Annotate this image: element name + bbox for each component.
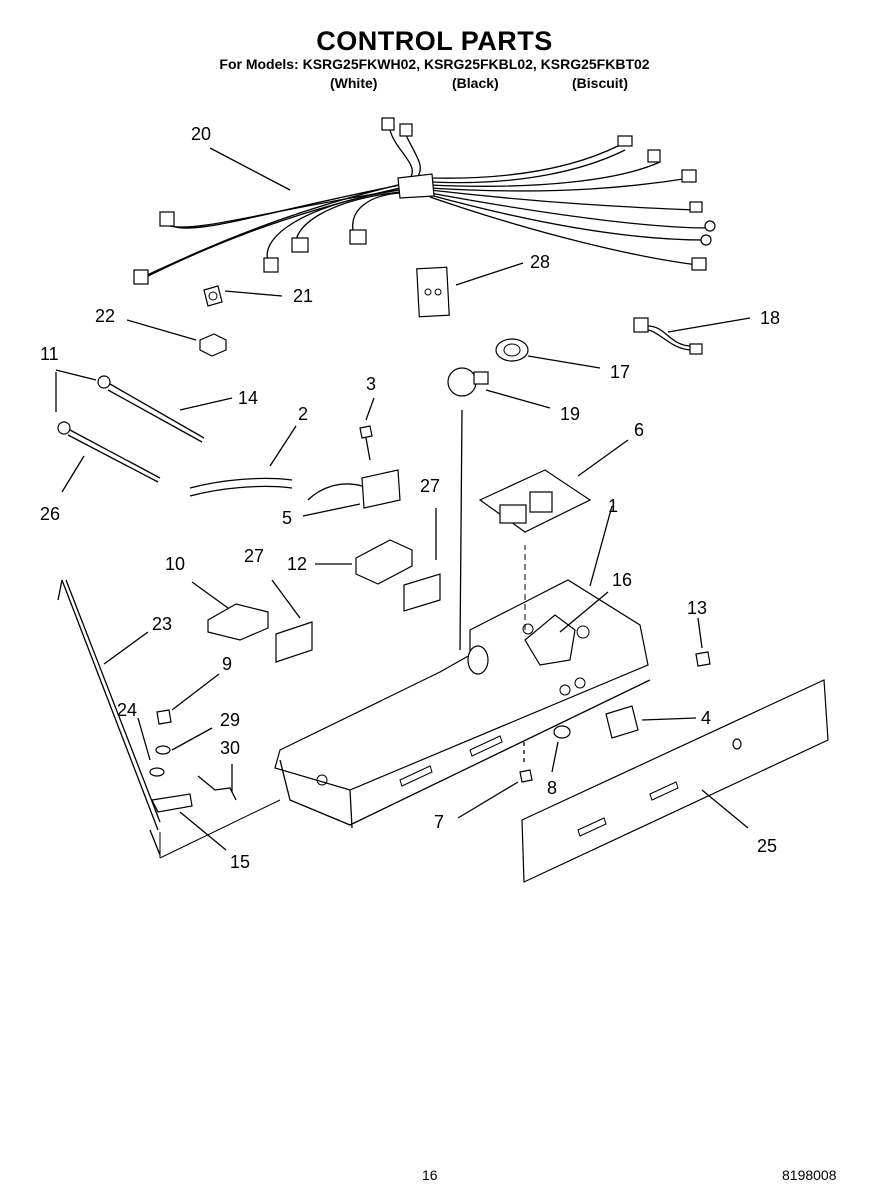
models-line: For Models: KSRG25FKWH02, KSRG25FKBL02, …	[219, 56, 650, 72]
callout-13: 13	[687, 598, 707, 618]
color-biscuit: (Biscuit)	[572, 75, 628, 91]
wire-harness	[133, 117, 716, 285]
callout-labels: 20 21 22 28 18 17 19 11 14 3 2 26 5 6 1 …	[40, 124, 780, 872]
callout-23: 23	[152, 614, 172, 634]
washer-24	[149, 767, 165, 777]
tube-14	[107, 383, 205, 443]
color-white: (White)	[330, 75, 378, 91]
callout-21: 21	[293, 286, 313, 306]
light-bulb-19	[447, 367, 489, 397]
callout-4: 4	[701, 708, 711, 728]
callout-30: 30	[220, 738, 240, 758]
page-number: 16	[422, 1167, 438, 1183]
callout-1: 1	[608, 496, 618, 516]
leader-lines	[55, 147, 751, 851]
knob-8	[553, 725, 571, 739]
callout-24: 24	[117, 700, 137, 720]
washer-29	[155, 745, 171, 755]
switch-4	[605, 705, 639, 739]
bracket-15	[151, 793, 193, 813]
control-housing-1	[274, 409, 651, 829]
page-title: CONTROL PARTS	[316, 26, 553, 56]
callout-7: 7	[434, 812, 444, 832]
trim-23	[57, 579, 161, 856]
label-27b	[275, 621, 313, 663]
document-code: 8198008	[782, 1167, 837, 1183]
nuts-11	[57, 375, 111, 435]
callout-20: 20	[191, 124, 211, 144]
cover-plate-28	[416, 266, 450, 318]
screw-7	[519, 740, 533, 783]
callout-27-bottom: 27	[244, 546, 264, 566]
bracket-10	[207, 603, 269, 641]
screw-13	[695, 651, 711, 667]
label-27a	[403, 573, 441, 612]
callout-19: 19	[560, 404, 580, 424]
lamp-socket-17	[495, 338, 529, 362]
clip-part-22	[199, 333, 227, 357]
callout-11: 11	[40, 344, 59, 364]
tubing-2	[189, 477, 293, 497]
callout-14: 14	[238, 388, 258, 408]
callout-6: 6	[634, 420, 644, 440]
screw-3	[359, 425, 373, 461]
callout-16: 16	[612, 570, 632, 590]
callout-2: 2	[298, 404, 308, 424]
callout-12: 12	[287, 554, 307, 574]
callout-22: 22	[95, 306, 115, 326]
housing-outline	[159, 799, 281, 859]
switch-5	[307, 469, 401, 509]
callout-26: 26	[40, 504, 60, 524]
callout-17: 17	[610, 362, 630, 382]
callout-5: 5	[282, 508, 292, 528]
front-panel-25	[521, 679, 829, 883]
tube-26	[67, 429, 161, 483]
clip-part-21	[203, 285, 223, 307]
callout-10: 10	[165, 554, 185, 574]
thermostat-16	[524, 614, 576, 666]
control-board-6	[478, 469, 592, 533]
color-black: (Black)	[452, 75, 499, 91]
bracket-12	[355, 539, 413, 585]
callout-9: 9	[222, 654, 232, 674]
callout-25: 25	[757, 836, 777, 856]
callout-15: 15	[230, 852, 250, 872]
callout-28: 28	[530, 252, 550, 272]
callout-3: 3	[366, 374, 376, 394]
callout-8: 8	[547, 778, 557, 798]
spring-30	[197, 775, 237, 801]
connector-18	[633, 317, 703, 355]
callout-29: 29	[220, 710, 240, 730]
callout-27-top: 27	[420, 476, 440, 496]
callout-18: 18	[760, 308, 780, 328]
bolt-9	[156, 709, 172, 725]
